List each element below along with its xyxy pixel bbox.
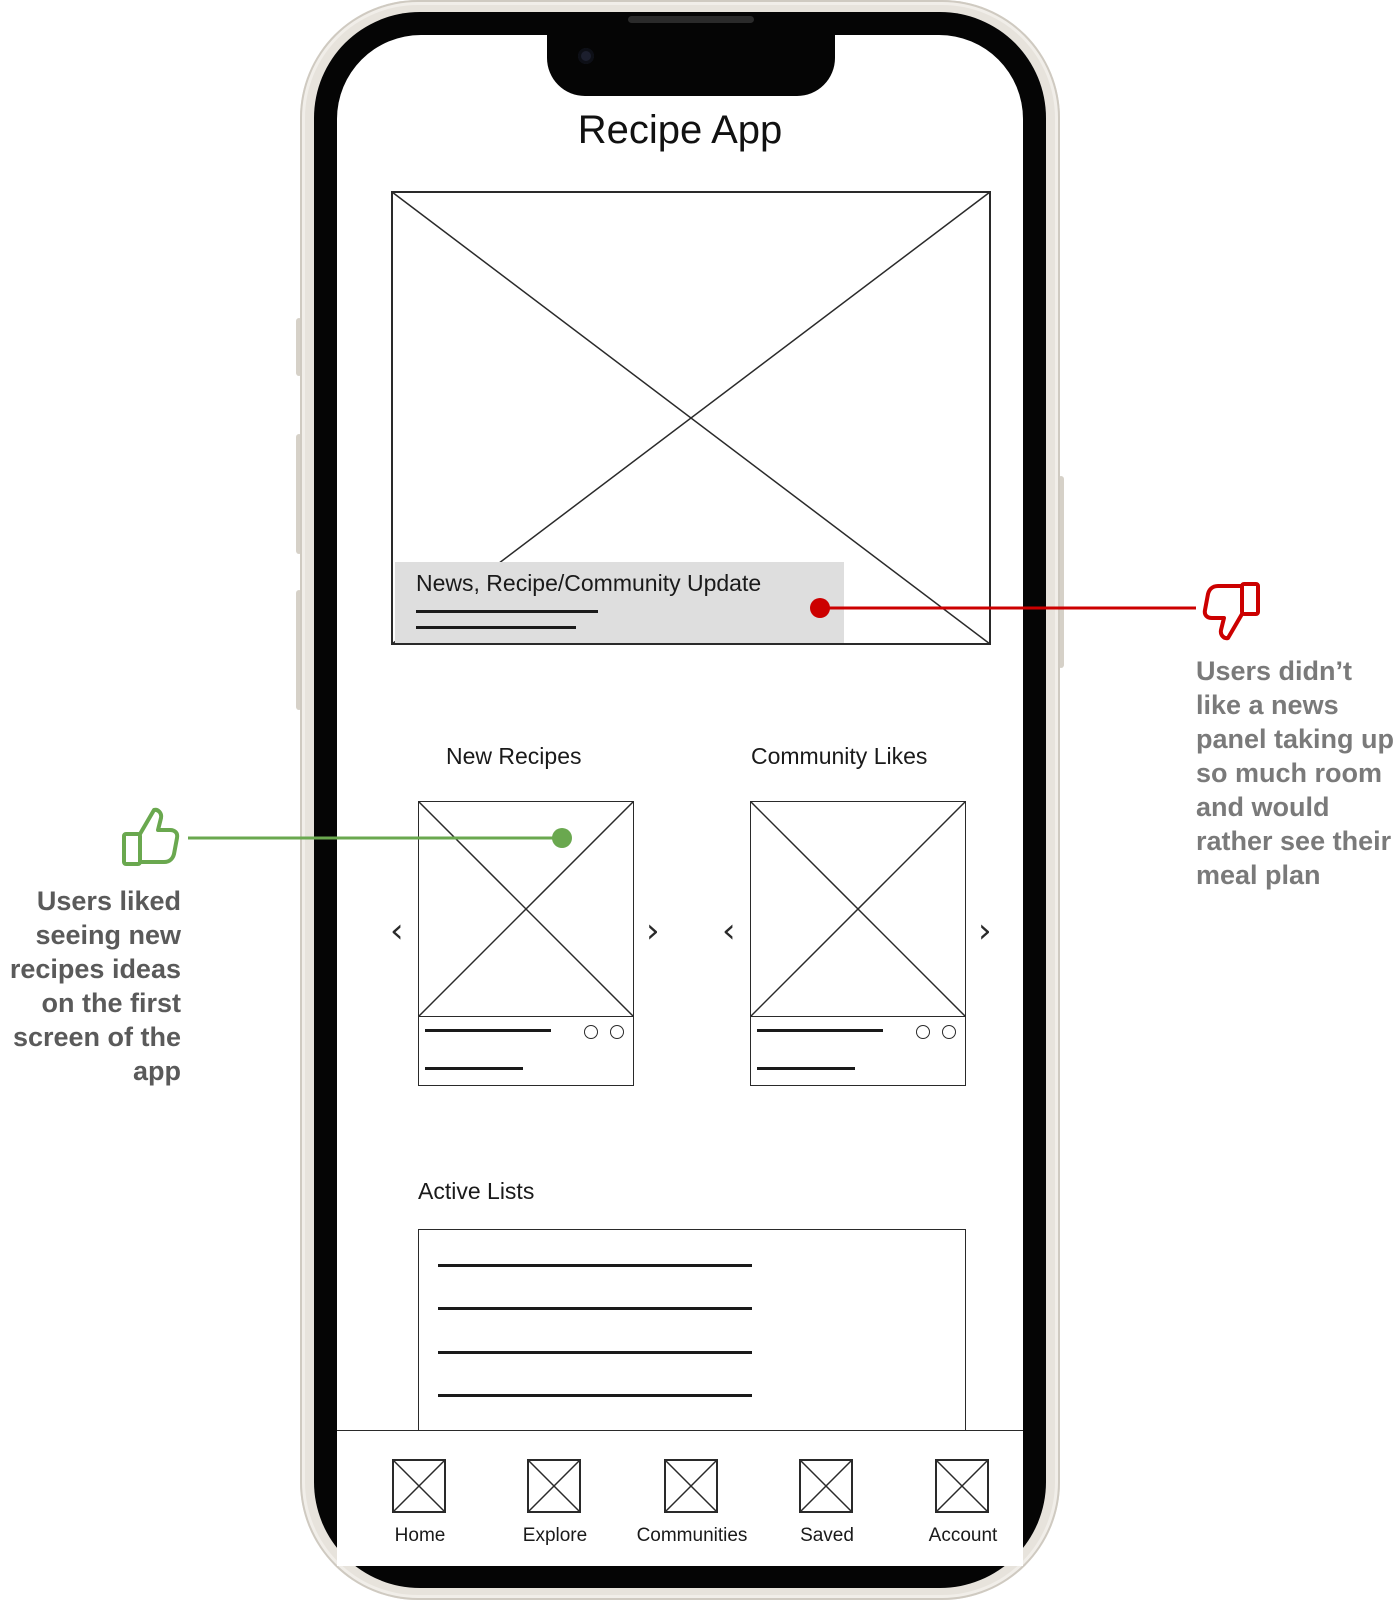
nav-label: Account [928,1525,998,1546]
chevron-right-icon[interactable]: › [978,911,992,951]
placeholder-image-icon [527,1459,581,1513]
phone-speaker [628,16,754,23]
phone-power-button [1058,476,1064,668]
card-action-circle[interactable] [942,1025,956,1039]
placeholder-image-icon [799,1459,853,1513]
nav-label: Saved [800,1525,854,1546]
thumbs-up-icon [120,807,180,870]
list-item-line [438,1394,752,1397]
thumbs-down-icon [1202,580,1264,641]
list-item-line [438,1351,752,1354]
nav-label: Home [394,1525,446,1546]
section-title-new-recipes: New Recipes [446,743,582,769]
chevron-left-icon[interactable]: ‹ [722,911,736,951]
chevron-right-icon[interactable]: › [646,911,660,951]
phone-silent-switch [296,318,302,376]
positive-feedback-note: Users liked seeing new recipes ideas on … [9,886,181,1086]
news-text-line [416,626,576,629]
front-camera [578,48,594,64]
list-item-line [438,1307,752,1310]
phone-volume-down-button [296,590,302,710]
placeholder-image-icon [392,1459,446,1513]
list-item-line [438,1264,752,1267]
news-text-line [416,610,598,613]
news-update-panel[interactable] [395,562,844,643]
chevron-left-icon[interactable]: ‹ [390,911,404,951]
community-like-card[interactable] [750,801,966,1086]
recipe-card-footer [750,1016,966,1086]
nav-label: Communities [636,1525,748,1546]
card-action-circle[interactable] [610,1025,624,1039]
placeholder-image-icon [664,1459,718,1513]
negative-feedback-note: Users didn’t like a news panel taking up… [1196,656,1395,890]
section-title-community-likes: Community Likes [751,743,928,769]
section-title-active-lists: Active Lists [418,1178,535,1204]
card-text-line [425,1029,551,1032]
card-text-line [425,1067,523,1070]
active-lists-panel[interactable] [418,1229,966,1444]
card-text-line [757,1029,883,1032]
card-action-circle[interactable] [916,1025,930,1039]
placeholder-image-icon [935,1459,989,1513]
phone-volume-up-button [296,434,302,554]
recipe-card-footer [418,1016,634,1086]
phone-notch [547,30,835,96]
recipe-image-placeholder [750,801,966,1017]
page-title: Recipe App [577,108,783,152]
news-update-title: News, Recipe/Community Update [416,570,762,596]
nav-label: Explore [522,1525,588,1546]
card-text-line [757,1067,855,1070]
card-action-circle[interactable] [584,1025,598,1039]
